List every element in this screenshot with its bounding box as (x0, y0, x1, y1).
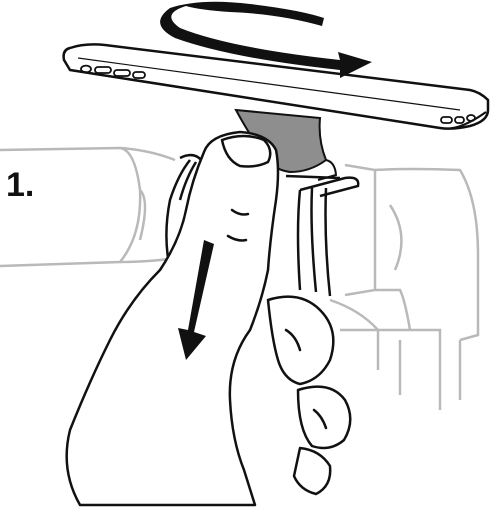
step-number: 1. (6, 166, 34, 205)
